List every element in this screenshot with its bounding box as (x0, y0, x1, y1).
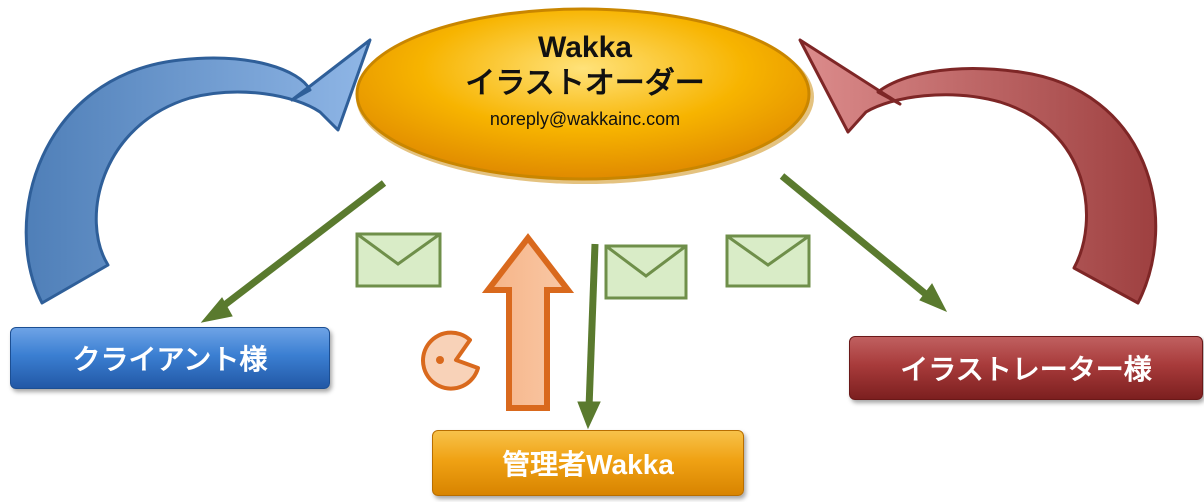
hub-title-line1: Wakka (538, 31, 632, 64)
hub-email: noreply@wakkainc.com (489, 109, 681, 129)
client-to-hub-arrow (24, 38, 372, 305)
hub-title-line2: イラストオーダー (465, 67, 705, 100)
envelope-icon (604, 244, 688, 300)
illustrator-to-hub-arrow (798, 38, 1158, 305)
pacman-icon (421, 330, 480, 391)
hub-label: Wakka イラストオーダー noreply@wakkainc.com (360, 30, 810, 134)
envelope-icon (725, 234, 811, 288)
admin-to-hub-arrow (481, 233, 575, 411)
hub-to-admin-arrow (577, 243, 601, 430)
illustrator-node: イラストレーター様 (849, 336, 1203, 400)
envelope-icon (355, 232, 442, 288)
client-node: クライアント様 (10, 327, 330, 389)
hub-ellipse (355, 7, 814, 184)
hub-to-illustrator-arrow (779, 173, 948, 313)
admin-node: 管理者Wakka (432, 430, 744, 496)
hub-to-client-arrow (200, 180, 387, 323)
